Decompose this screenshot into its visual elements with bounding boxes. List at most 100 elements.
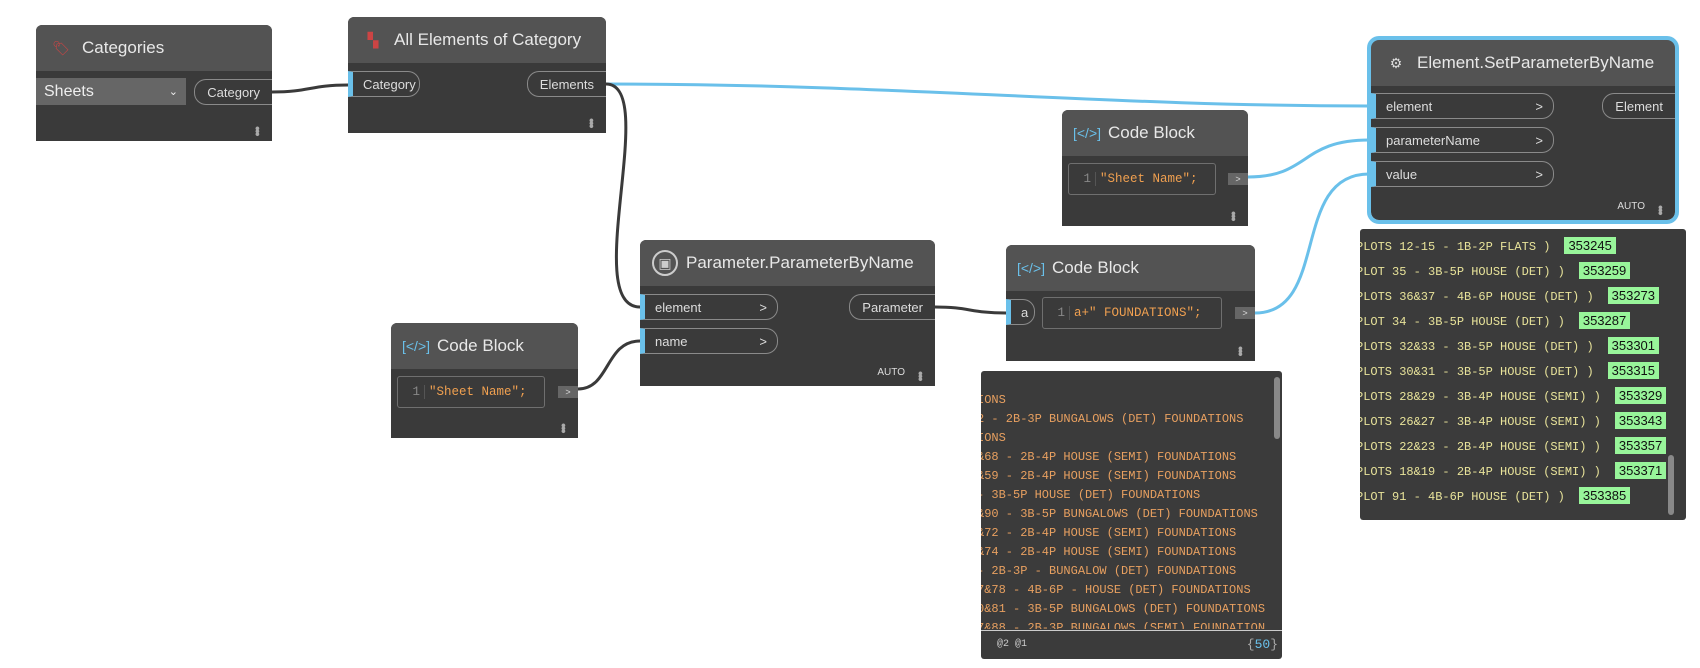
code-block-node-left[interactable]: [</>]Code Block 1"Sheet Name"; > ••• (391, 323, 578, 438)
preview-line: IONS (981, 431, 1006, 445)
node-menu-icon[interactable]: ••• (1653, 205, 1669, 214)
preview-item: PLOT 91 - 4B-6P HOUSE (DET) ) 353385 (1360, 487, 1631, 504)
element-id-badge[interactable]: 353245 (1564, 237, 1616, 254)
item-text: PLOTS 28&29 - 3B-4P HOUSE (SEMI) ) (1360, 390, 1601, 404)
input-port-element[interactable]: element> (640, 294, 778, 320)
output-port[interactable]: > (558, 386, 578, 398)
output-port-category[interactable]: Category (194, 79, 272, 105)
node-menu-icon[interactable]: ••• (250, 126, 266, 135)
preview-line: - 3B-5P HOUSE (DET) FOUNDATIONS (981, 488, 1201, 502)
element-id-badge[interactable]: 353259 (1578, 262, 1631, 279)
node-header[interactable]: [</>]Code Block (391, 323, 578, 369)
all-elements-node[interactable]: ▚All Elements of Category Category Eleme… (348, 17, 606, 133)
node-header[interactable]: ▣Parameter.ParameterByName (640, 240, 935, 286)
set-parameter-by-name-node[interactable]: ⚙Element.SetParameterByName element> par… (1367, 36, 1679, 224)
scrollbar[interactable] (1274, 377, 1280, 439)
chevron-right-icon: > (1535, 98, 1543, 114)
element-id-badge[interactable]: 353385 (1578, 487, 1631, 504)
preview-item: PLOT 35 - 3B-5P HOUSE (DET) )353259 (1360, 262, 1631, 279)
output-port-parameter[interactable]: Parameter (849, 294, 935, 320)
preview-item: PLOT 34 - 3B-5P HOUSE (DET) )353287 (1360, 312, 1631, 329)
element-id-badge[interactable]: 353343 (1614, 412, 1667, 429)
scrollbar[interactable] (1668, 455, 1674, 515)
preview-item: PLOTS 26&27 - 3B-4P HOUSE (SEMI) )353343 (1360, 412, 1667, 429)
input-port-parametername[interactable]: parameterName> (1371, 127, 1554, 153)
code-text: "Sheet Name"; (1100, 172, 1198, 186)
node-menu-icon[interactable]: ••• (1226, 211, 1242, 220)
node-menu-icon[interactable]: ••• (1233, 346, 1249, 355)
preview-line: &74 - 2B-4P HOUSE (SEMI) FOUNDATIONS (981, 545, 1237, 559)
item-text: PLOTS 30&31 - 3B-5P HOUSE (DET) ) (1360, 365, 1594, 379)
categories-node[interactable]: 🏷Categories Sheets⌄ Category ••• (36, 25, 272, 141)
element-id-badge[interactable]: 353287 (1578, 312, 1631, 329)
input-port-name[interactable]: name > (640, 328, 778, 354)
lacing-label[interactable]: AUTO (1617, 201, 1645, 212)
element-id-badge[interactable]: 353329 (1614, 387, 1667, 404)
element-id-badge[interactable]: 353273 (1607, 287, 1660, 304)
input-port-element[interactable]: element> (1371, 93, 1554, 119)
preview-line: &59 - 2B-4P HOUSE (SEMI) FOUNDATIONS (981, 469, 1237, 483)
wire-elements-to-setparam[interactable] (605, 82, 1370, 108)
node-title: Code Block (437, 336, 524, 355)
chevron-right-icon: > (759, 333, 767, 349)
preview-list: IONS2 - 2B-3P BUNGALOWS (DET) FOUNDATION… (981, 371, 1275, 629)
wire-elements-to-parambyname[interactable] (605, 82, 641, 309)
output-port-element[interactable]: Element (1602, 93, 1675, 119)
preview-item: PLOTS 18&19 - 2B-4P HOUSE (SEMI) )353371 (1360, 462, 1667, 479)
preview-item: PLOTS 22&23 - 2B-4P HOUSE (SEMI) ) 353357 (1360, 437, 1667, 454)
node-header[interactable]: ⚙Element.SetParameterByName (1371, 40, 1675, 86)
element-id-badge[interactable]: 353315 (1607, 362, 1660, 379)
preview-line: &72 - 2B-4P HOUSE (SEMI) FOUNDATIONS (981, 526, 1237, 540)
list-levels: @2 @1 (997, 639, 1028, 650)
preview-line: &90 - 3B-5P BUNGALOWS (DET) FOUNDATIONS (981, 507, 1258, 521)
item-text: PLOTS 22&23 - 2B-4P HOUSE (SEMI) ) (1360, 440, 1601, 454)
wire-codeblock-to-value[interactable] (1254, 172, 1370, 315)
item-count: {50} (1247, 637, 1278, 652)
node-menu-icon[interactable]: ••• (556, 423, 572, 432)
node-header[interactable]: 🏷Categories (36, 25, 272, 71)
lacing-label[interactable]: AUTO (877, 367, 905, 378)
node-menu-icon[interactable]: ••• (913, 371, 929, 380)
wire-codeblock-to-parametername[interactable] (1247, 138, 1370, 179)
output-port[interactable]: > (1235, 307, 1255, 319)
preview-line: &68 - 2B-4P HOUSE (SEMI) FOUNDATIONS (981, 450, 1237, 464)
code-editor[interactable]: 1"Sheet Name"; (1068, 163, 1216, 195)
output-port-elements[interactable]: Elements (526, 71, 606, 97)
port-label: element (655, 299, 702, 315)
code-editor[interactable]: 1"Sheet Name"; (397, 376, 545, 408)
input-port-category[interactable]: Category (348, 71, 420, 97)
input-port-value[interactable]: value> (1371, 161, 1554, 187)
category-dropdown[interactable]: Sheets⌄ (36, 78, 186, 105)
node-title: Code Block (1108, 123, 1195, 142)
wire-category[interactable] (271, 83, 349, 94)
node-header[interactable]: ▚All Elements of Category (348, 17, 606, 63)
element-id-badge[interactable]: 353301 (1607, 337, 1660, 354)
dropdown-value: Sheets (44, 82, 94, 100)
node-header[interactable]: [</>]Code Block (1062, 110, 1248, 156)
preview-line: - 2B-3P - BUNGALOW (DET) FOUNDATIONS (981, 564, 1237, 578)
node-title: Categories (82, 38, 165, 57)
preview-bubble-foundations[interactable]: IONS2 - 2B-3P BUNGALOWS (DET) FOUNDATION… (981, 371, 1282, 659)
item-text: PLOTS 36&37 - 4B-6P HOUSE (DET) ) (1360, 290, 1594, 304)
node-menu-icon[interactable]: ••• (584, 118, 600, 127)
gear-number-icon: ⚙ (1389, 54, 1403, 71)
preview-item: PLOTS 28&29 - 3B-4P HOUSE (SEMI) ) 353329 (1360, 387, 1667, 404)
category-elements-icon: ▚ (367, 31, 379, 48)
parameter-by-name-node[interactable]: ▣Parameter.ParameterByName element> name… (640, 240, 935, 386)
preview-item: PLOTS 32&33 - 3B-5P HOUSE (DET) )353301 (1360, 337, 1660, 354)
element-id-badge[interactable]: 353371 (1614, 462, 1667, 479)
wire-codeblock-to-name[interactable] (577, 339, 641, 391)
node-header[interactable]: [</>]Code Block (1006, 245, 1255, 291)
wire-parameter-to-a[interactable] (934, 305, 1007, 315)
port-label: name (655, 333, 688, 349)
input-port-a[interactable]: a (1006, 299, 1035, 325)
preview-item: PLOTS 30&31 - 3B-5P HOUSE (DET) ) 353315 (1360, 362, 1660, 379)
element-id-badge[interactable]: 353357 (1614, 437, 1667, 454)
item-text: PLOT 91 - 4B-6P HOUSE (DET) ) (1360, 490, 1565, 504)
output-port[interactable]: > (1228, 173, 1248, 185)
code-block-node-top[interactable]: [</>]Code Block 1"Sheet Name"; > ••• (1062, 110, 1248, 226)
node-title: Code Block (1052, 258, 1139, 277)
